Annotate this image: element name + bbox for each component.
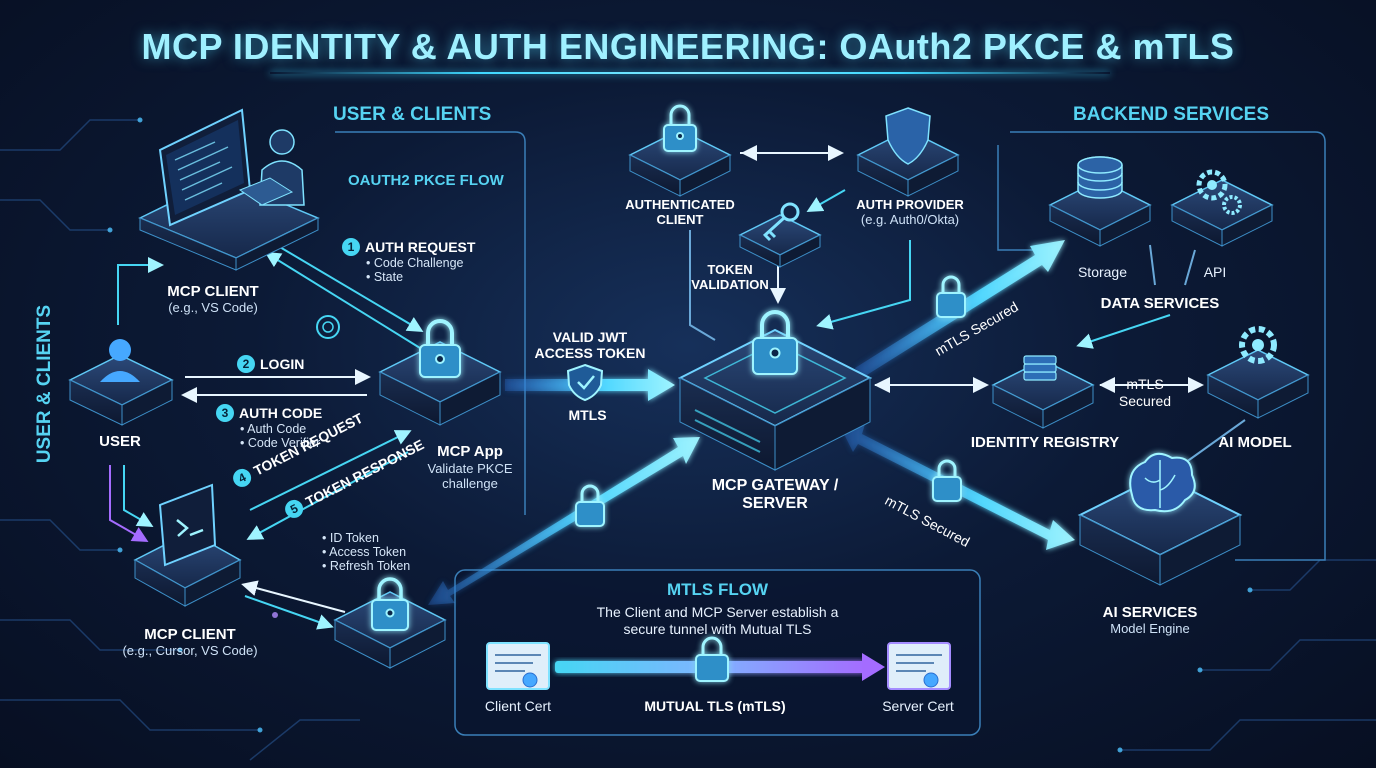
mtls-flow-title: MTLS FLOW (666, 580, 769, 599)
circuit-traces (0, 119, 1376, 761)
ai-services-sub: Model Engine (1110, 621, 1190, 636)
shield-icon (566, 363, 604, 402)
step-2-label: LOGIN (260, 356, 305, 372)
section-backend-services: BACKEND SERVICES (1073, 104, 1270, 125)
lock-bottom-platform (371, 577, 409, 631)
mtls-flow-desc-2: secure tunnel with Mutual TLS (623, 621, 812, 637)
lock-mcp-app (419, 319, 461, 378)
platform-mcp-client-top (138, 108, 320, 271)
step-5-bullet-1: • ID Token (322, 531, 379, 545)
lock-upper-arrow (936, 275, 966, 318)
platform-token-validation (738, 202, 822, 268)
mtls-secured-right-1: mTLS (1126, 376, 1164, 392)
api-label: API (1203, 264, 1227, 280)
mcp-app-label: MCP App (437, 443, 503, 460)
platform-ai-model (1206, 326, 1310, 419)
lock-gateway (752, 310, 798, 375)
oauth-flow-label: OAUTH2 PKCE FLOW (348, 172, 504, 189)
authenticated-client-label-1: AUTHENTICATED (625, 197, 735, 212)
section-user-clients-vertical: USER & CLIENTS (34, 304, 56, 464)
step-3-bullet-2: • Code Verifier (240, 436, 321, 450)
user-clients-frame (335, 131, 526, 515)
mtls-flow-panel (454, 569, 981, 736)
platform-api (1170, 169, 1274, 247)
valid-jwt-label-2: ACCESS TOKEN (534, 345, 646, 361)
step-auth-code: 3 AUTH CODE (216, 404, 322, 422)
platform-authenticated-client (628, 129, 732, 197)
mcp-client-top-sub: (e.g., VS Code) (168, 300, 258, 315)
gateway-label-1: MCP GATEWAY / (711, 477, 839, 494)
user-label: USER (99, 433, 141, 450)
platform-user (68, 339, 174, 426)
step-1-bullet-1: • Code Challenge (366, 256, 464, 270)
step-3-bullet-1: • Auth Code (240, 422, 307, 436)
mcp-app-sub-1: Validate PKCE (427, 461, 513, 476)
circuit-dots (107, 117, 1253, 753)
server-cert-label: Server Cert (882, 698, 954, 714)
mtls-flow-desc-1: The Client and MCP Server establish a (596, 604, 839, 620)
platform-mcp-client-bottom (133, 483, 242, 607)
mtls-link-label: MTLS (568, 407, 607, 423)
step-login: 2 LOGIN (237, 355, 304, 373)
step-5-bullet-3: • Refresh Token (322, 559, 411, 573)
ai-model-label: AI MODEL (1218, 434, 1292, 451)
mutual-tls-label: MUTUAL TLS (mTLS) (644, 698, 786, 714)
token-validation-label-1: TOKEN (707, 262, 753, 277)
platform-gateway (677, 328, 873, 471)
mtls-secured-right-2: Secured (1118, 393, 1172, 409)
identity-registry-label: IDENTITY REGISTRY (970, 434, 1120, 451)
badge-icon (316, 315, 340, 339)
step-1-bullet-2: • State (366, 270, 404, 284)
mcp-client-top-label: MCP CLIENT (167, 283, 259, 300)
client-cert-label: Client Cert (484, 698, 552, 714)
mcp-client-bottom-sub: (e.g., Cursor, VS Code) (122, 643, 258, 658)
section-user-clients: USER & CLIENTS (333, 104, 492, 125)
storage-label: Storage (1077, 264, 1128, 280)
client-cert-icon (486, 642, 550, 690)
lock-icons (371, 104, 966, 682)
token-validation-label-2: VALIDATION (691, 277, 769, 292)
platform-identity-registry (991, 355, 1095, 429)
platform-auth-provider (856, 107, 960, 197)
valid-jwt-label-1: VALID JWT (552, 329, 628, 345)
step-5-bullet-2: • Access Token (322, 545, 407, 559)
mcp-client-bottom-label: MCP CLIENT (144, 626, 236, 643)
backend-frame (1010, 131, 1326, 561)
step-1-number: 1 (342, 238, 360, 256)
server-cert-icon (887, 642, 951, 690)
step-2-number: 2 (237, 355, 255, 373)
mcp-app-sub-2: challenge (442, 476, 498, 491)
lock-lower-arrow (932, 459, 962, 502)
platform-ai-services (1077, 452, 1243, 586)
step-3-label: AUTH CODE (239, 405, 323, 421)
authenticated-client-label-2: CLIENT (656, 212, 704, 227)
step-3-number: 3 (216, 404, 234, 422)
step-auth-request: 1 AUTH REQUEST (342, 238, 475, 256)
data-services-label: DATA SERVICES (1100, 295, 1220, 312)
page-title: MCP IDENTITY & AUTH ENGINEERING: OAuth2 … (141, 26, 1235, 67)
auth-provider-label: AUTH PROVIDER (856, 197, 964, 212)
ai-services-label: AI SERVICES (1102, 604, 1198, 621)
lock-authenticated-client (663, 104, 697, 152)
platform-storage (1048, 156, 1152, 247)
auth-provider-sub: (e.g. Auth0/Okta) (860, 212, 960, 227)
lock-left-arrow (575, 484, 605, 527)
gateway-label-2: SERVER (742, 495, 808, 512)
lock-mtls-track (695, 636, 729, 682)
title-underline (270, 72, 1110, 74)
step-1-label: AUTH REQUEST (365, 239, 476, 255)
